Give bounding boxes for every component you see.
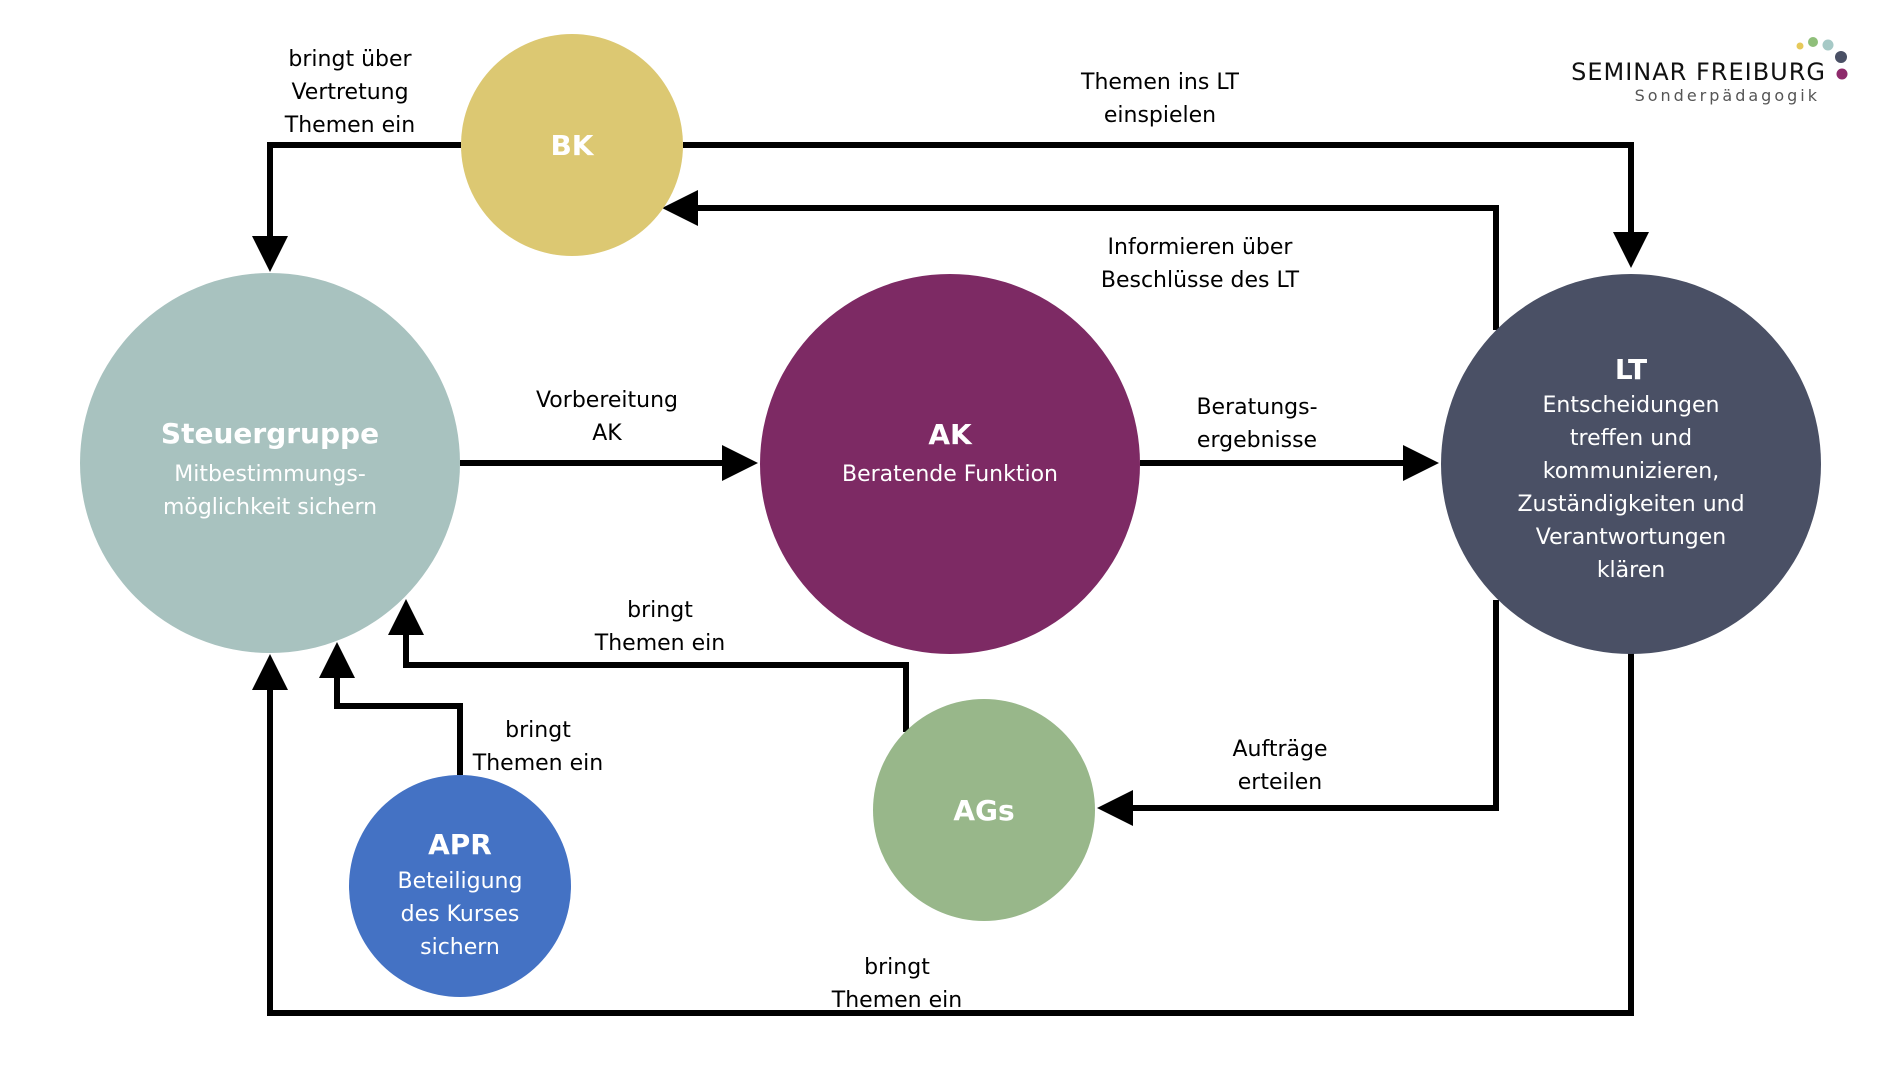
logo-subtitle: Sonderpädagogik xyxy=(1635,86,1820,105)
edge-label-lt-to-bk: Beschlüsse des LT xyxy=(1101,268,1300,293)
logo-dot-icon xyxy=(1836,68,1848,80)
edge-lt-to-steuergruppe xyxy=(252,653,1634,1016)
node-bk-circle xyxy=(461,34,683,256)
node-lt-circle xyxy=(1441,274,1821,654)
edge-label-ak-to-lt: ergebnisse xyxy=(1197,428,1317,453)
edge-label-lt-to-steuergruppe: bringt xyxy=(864,955,930,980)
edge-ags-to-steuergruppe xyxy=(388,599,909,732)
node-steuergruppe-circle xyxy=(80,273,460,653)
edge-label-steuergruppe-to-ak: AK xyxy=(592,421,622,446)
node-ags-circle xyxy=(873,699,1095,921)
edge-label-ags-to-steuergruppe: Themen ein xyxy=(594,631,725,656)
edge-bk-to-steuergruppe xyxy=(252,142,461,272)
logo-dot-icon xyxy=(1822,39,1834,51)
node-apr-line: sichern xyxy=(420,935,500,960)
node-ak-circle xyxy=(760,274,1140,654)
edge-label-apr-to-steuergruppe: bringt xyxy=(505,718,571,743)
node-lt-line: treffen und xyxy=(1570,426,1692,451)
edge-label-bk-to-steuergruppe: bringt über xyxy=(288,47,412,72)
edge-label-bk-to-steuergruppe: Vertretung xyxy=(291,80,408,105)
node-lt-line: kommunizieren, xyxy=(1543,459,1720,484)
edge-label-steuergruppe-to-ak: Vorbereitung xyxy=(536,388,678,413)
edge-label-ags-to-steuergruppe: bringt xyxy=(627,598,693,623)
node-lt-line: Entscheidungen xyxy=(1543,393,1720,418)
edge-bk-to-lt xyxy=(683,142,1649,268)
seminar-freiburg-logo: SEMINAR FREIBURG Sonderpädagogik xyxy=(1571,37,1848,105)
node-ags: AGs xyxy=(873,699,1095,921)
node-steuergruppe-line: Mitbestimmungs- xyxy=(174,462,366,487)
node-ak: AK Beratende Funktion xyxy=(760,274,1140,654)
node-lt-line: Verantwortungen xyxy=(1536,525,1726,550)
node-ags-title: AGs xyxy=(953,794,1014,827)
node-ak-line: Beratende Funktion xyxy=(842,462,1058,487)
node-lt-line: klären xyxy=(1597,558,1665,583)
edge-label-lt-to-ags: Aufträge xyxy=(1232,737,1327,762)
node-apr-line: des Kurses xyxy=(401,902,520,927)
edge-label-apr-to-steuergruppe: Themen ein xyxy=(472,751,603,776)
edge-apr-to-steuergruppe xyxy=(319,642,463,775)
edge-labels: bringt über Vertretung Themen ein Themen… xyxy=(284,47,1328,1013)
node-steuergruppe: Steuergruppe Mitbestimmungs- möglichkeit… xyxy=(80,273,460,653)
edge-label-lt-to-bk: Informieren über xyxy=(1108,235,1294,260)
edge-label-bk-to-lt: einspielen xyxy=(1104,103,1216,128)
logo-dot-icon xyxy=(1835,51,1847,63)
edge-label-ak-to-lt: Beratungs- xyxy=(1196,395,1317,420)
node-ak-title: AK xyxy=(928,418,973,451)
node-apr: APR Beteiligung des Kurses sichern xyxy=(349,775,571,997)
edge-label-lt-to-steuergruppe: Themen ein xyxy=(831,988,962,1013)
node-bk: BK xyxy=(461,34,683,256)
logo-dot-icon xyxy=(1808,37,1818,47)
node-lt-title: LT xyxy=(1615,353,1647,386)
edge-lt-to-ags xyxy=(1097,600,1499,826)
node-steuergruppe-title: Steuergruppe xyxy=(161,417,379,450)
logo-title: SEMINAR FREIBURG xyxy=(1571,58,1826,86)
edge-label-bk-to-steuergruppe: Themen ein xyxy=(284,113,415,138)
node-bk-title: BK xyxy=(550,129,594,162)
node-lt-line: Zuständigkeiten und xyxy=(1517,492,1744,517)
node-apr-line: Beteiligung xyxy=(398,869,523,894)
node-steuergruppe-line: möglichkeit sichern xyxy=(163,495,377,520)
node-apr-circle xyxy=(349,775,571,997)
edges xyxy=(252,142,1649,1016)
logo-dot-icon xyxy=(1796,42,1804,50)
edge-label-lt-to-ags: erteilen xyxy=(1238,770,1322,795)
node-lt: LT Entscheidungen treffen und kommunizie… xyxy=(1441,274,1821,654)
node-apr-title: APR xyxy=(428,828,492,861)
edge-label-bk-to-lt: Themen ins LT xyxy=(1080,70,1240,95)
edge-lt-to-bk xyxy=(662,190,1499,330)
